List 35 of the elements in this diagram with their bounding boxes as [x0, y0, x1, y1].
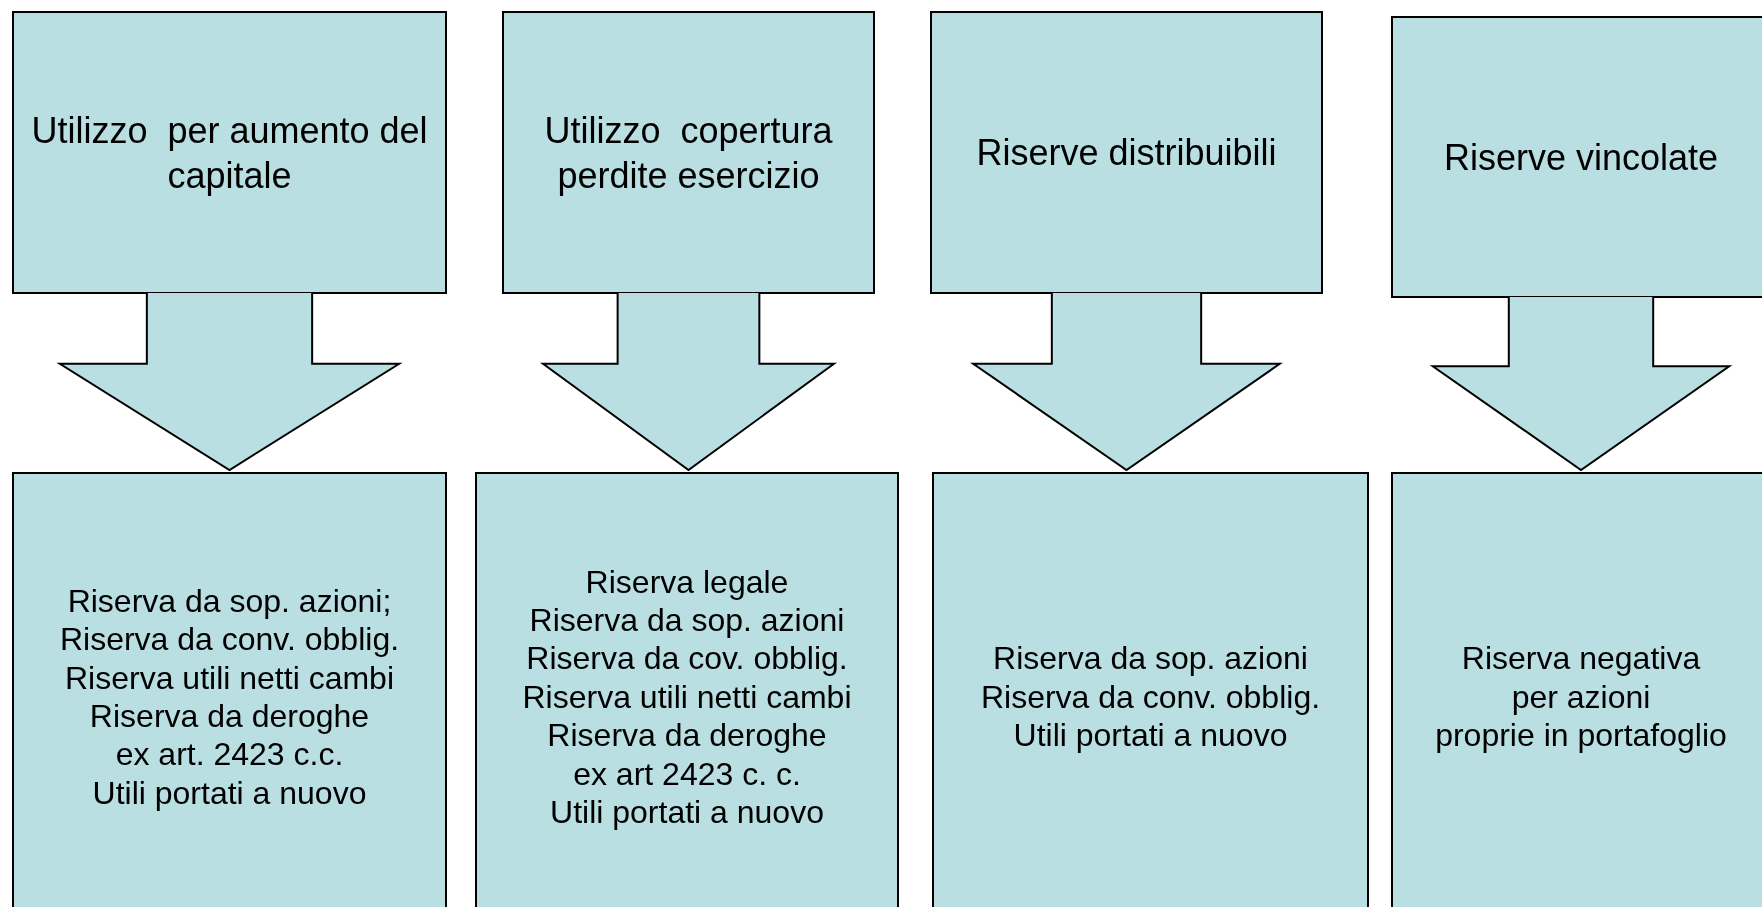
reserve-item-text: Riserva da conv. obblig. — [980, 677, 1321, 717]
arrow-callout-box — [930, 11, 1323, 294]
block-arrow — [970, 292, 1283, 472]
reserve-item-text: Riserva da sop. azioni — [529, 601, 845, 640]
heading-text: Riserve distribuibili — [976, 131, 1277, 175]
reserve-list-box — [12, 472, 447, 907]
reserve-item-text: Utili portati a nuovo — [92, 773, 367, 813]
heading-text: Riserve vincolate — [1443, 135, 1719, 180]
arrow-callout-box — [502, 11, 875, 294]
reserve-item-text: Riserva da cov. obblig. — [526, 639, 848, 678]
reserve-item-text: ex art. 2423 c.c. — [115, 735, 344, 774]
reserve-item-text: Riserva da sop. azioni — [993, 639, 1308, 678]
reserve-item-text: per azioni — [1511, 677, 1651, 717]
reserve-item-text: Riserva da deroghe — [89, 697, 370, 736]
reserve-item-text: ex art 2423 c. c. — [573, 754, 801, 793]
block-arrow — [56, 292, 403, 472]
reserve-item-text: Utili portati a nuovo — [550, 792, 824, 832]
reserve-list-box — [932, 472, 1369, 907]
reserve-item-text: Riserva da conv. obblig. — [59, 620, 400, 659]
reserve-item-text: Riserva utili netti cambi — [65, 658, 394, 697]
heading-text: Utilizzo copertura perdite esercizio — [543, 108, 834, 198]
reserve-item-text: Riserva utili netti cambi — [522, 677, 852, 717]
block-arrow — [1429, 296, 1733, 472]
reserve-list-box — [1391, 472, 1762, 907]
reserve-item-text: Riserva negativa — [1461, 639, 1701, 678]
reserve-item-text: Riserva legale — [585, 562, 789, 601]
reserve-item-text: Riserva da deroghe — [547, 716, 827, 755]
reserve-item-text: Utili portati a nuovo — [1013, 716, 1288, 755]
arrow-callout-box — [1391, 16, 1762, 298]
block-arrow — [539, 292, 838, 472]
heading-text: Utilizzo per aumento del capitale — [30, 108, 429, 198]
reserve-item-text: Riserva da sop. azioni; — [67, 581, 392, 621]
reserve-item-text: proprie in portafoglio — [1435, 716, 1727, 755]
arrow-callout-box — [12, 11, 447, 294]
reserve-list-box — [475, 472, 899, 907]
